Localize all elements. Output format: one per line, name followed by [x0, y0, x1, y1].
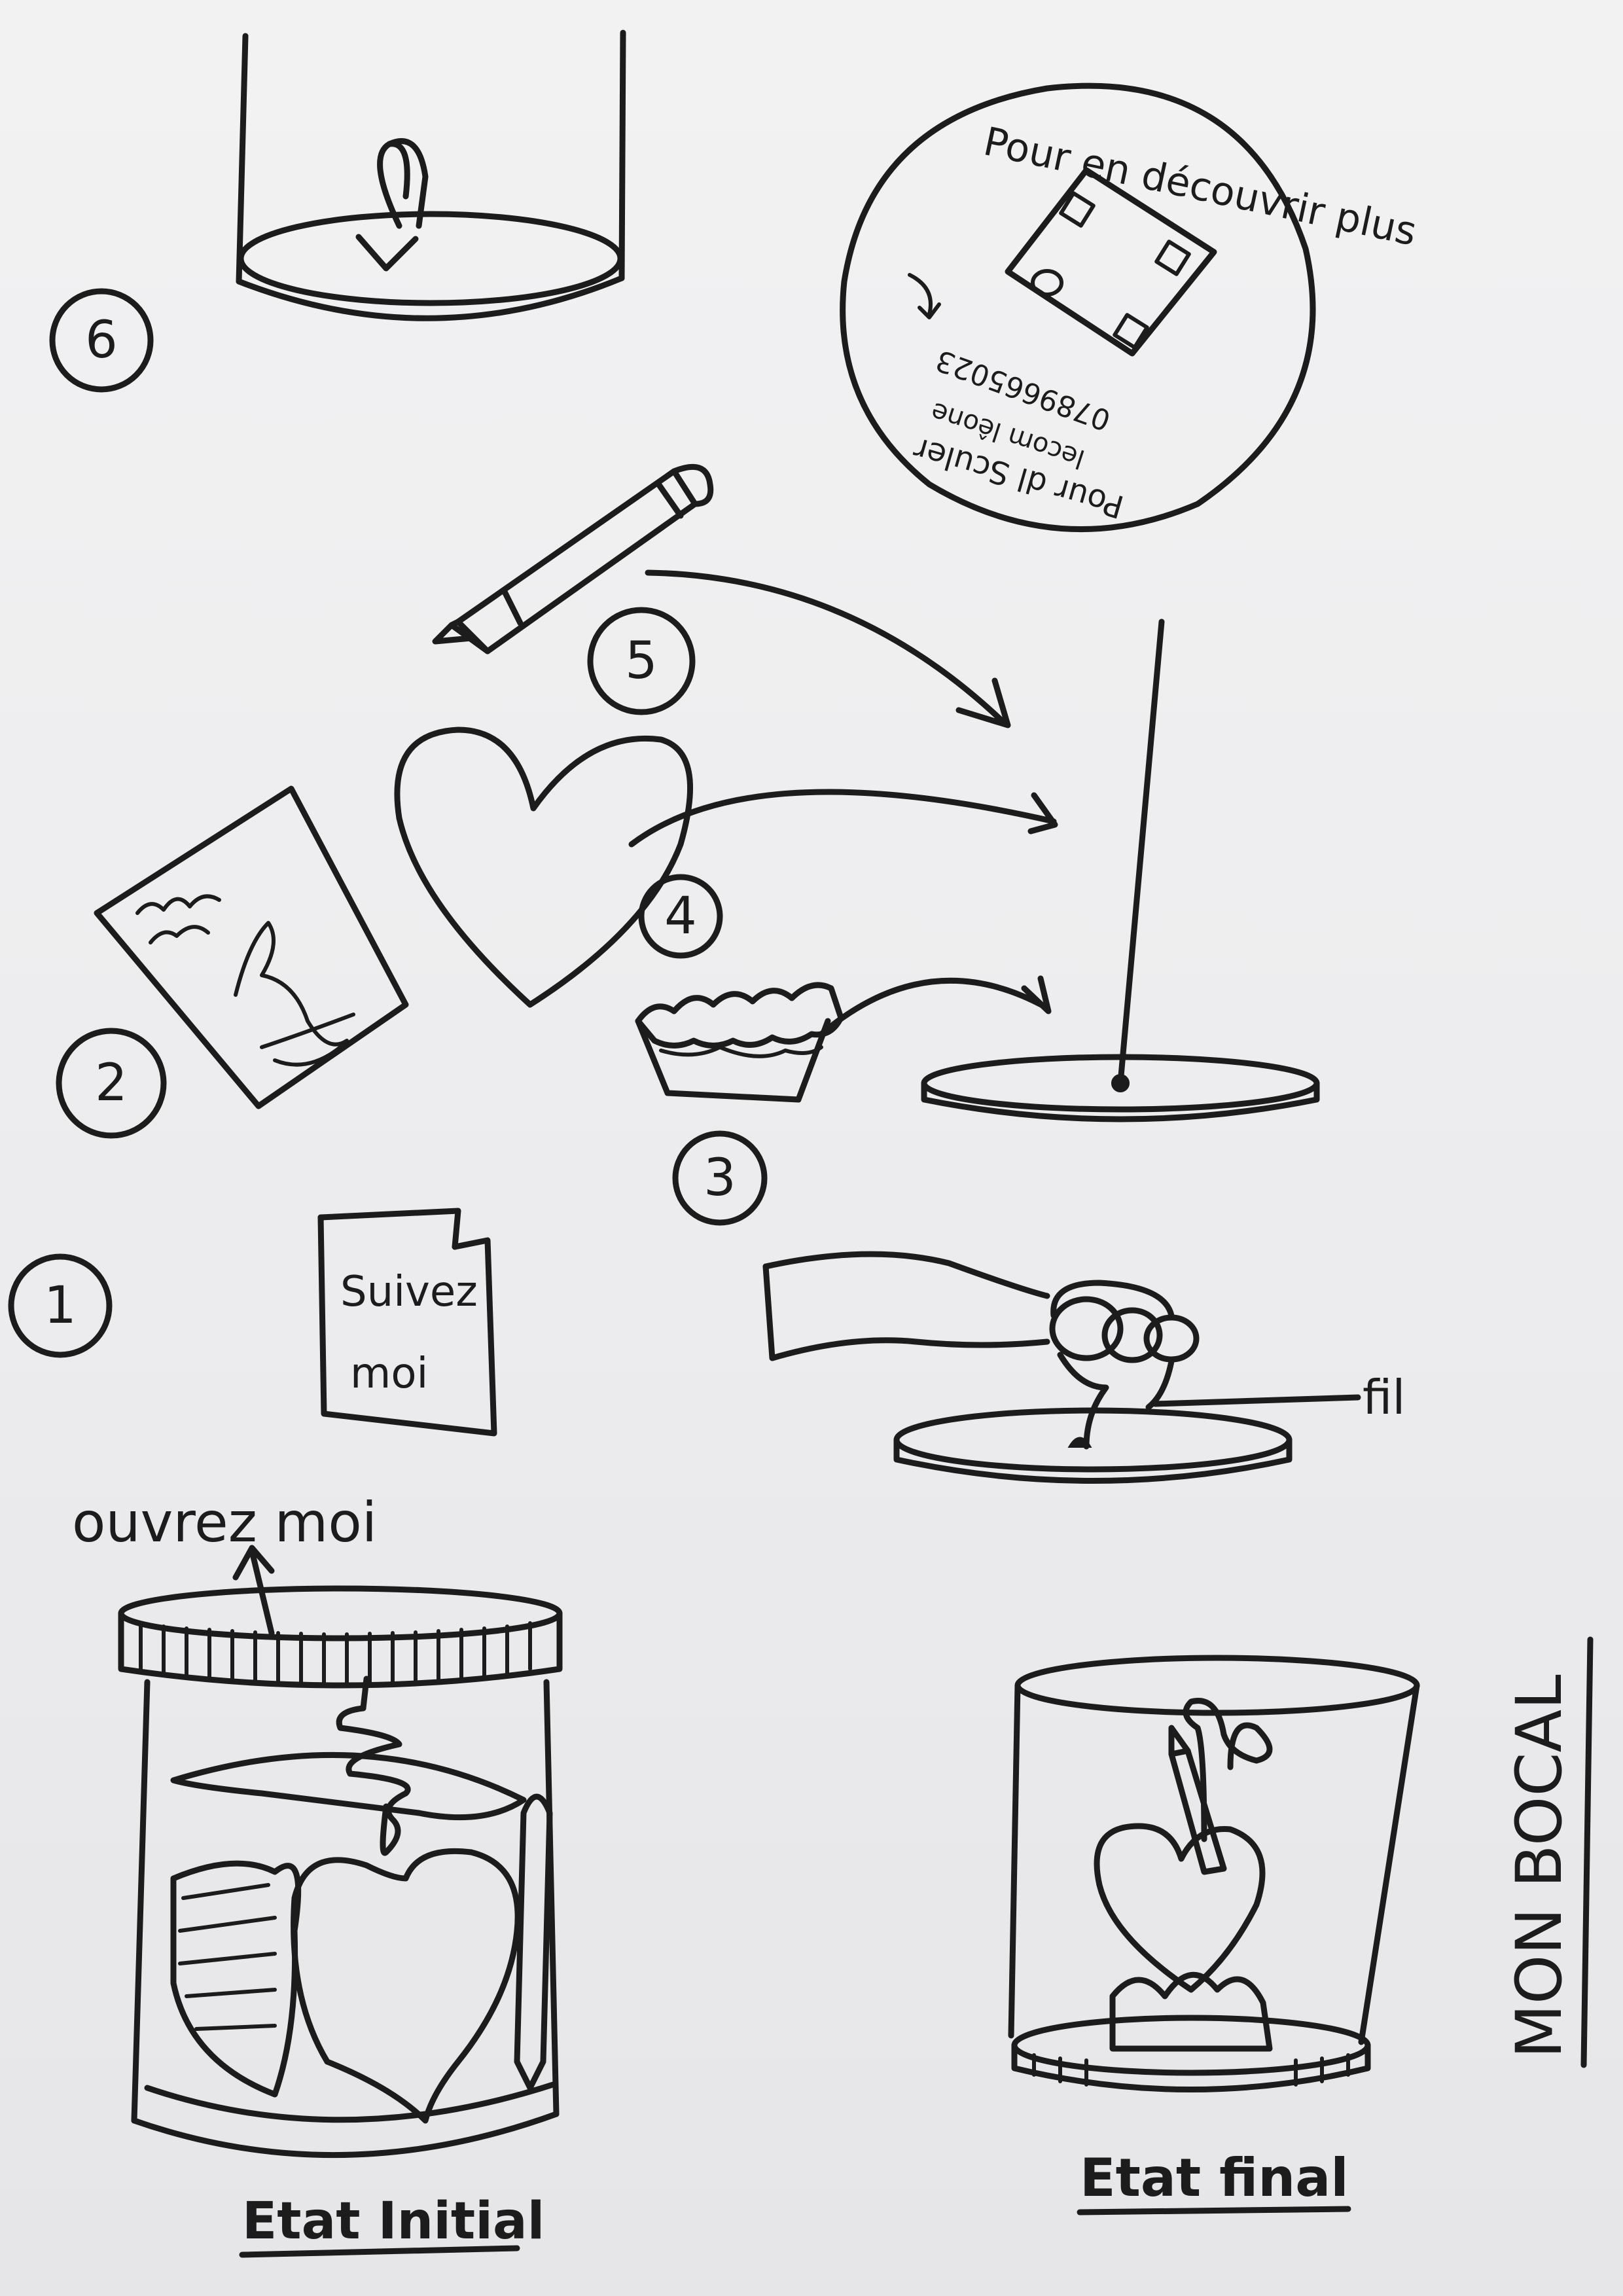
base-with-rod-drawing: [921, 619, 1320, 1122]
step3-arrow: [818, 977, 1050, 1037]
pencil-drawing: [432, 463, 714, 655]
step5-arrow-head: [955, 677, 1011, 728]
card-text-line1: Suivez: [340, 1268, 478, 1316]
step5-arrow: [645, 569, 1008, 726]
caption-final-underline: [1077, 2206, 1351, 2215]
caption-final: Etat final: [1080, 2147, 1349, 2208]
step5-number-circle: [587, 607, 696, 715]
lid-label-arrow-head: [232, 1545, 275, 1581]
step2-number-circle: [56, 1028, 167, 1139]
step3-number: 3: [704, 1149, 736, 1208]
title-underline: [1580, 1636, 1594, 2068]
spring-assembly-drawing: [762, 1251, 1361, 1484]
card-text-line2: moi: [350, 1350, 428, 1398]
step4-number: 4: [664, 887, 697, 946]
step2-number: 2: [95, 1054, 128, 1113]
step4-arrow-head: [1027, 792, 1058, 834]
caption-initial-underline: [239, 2245, 520, 2258]
step6-number-circle: [49, 288, 154, 393]
heart-drawing: [394, 726, 693, 1008]
step3-number-circle: [672, 1130, 768, 1226]
step1-number: 1: [44, 1276, 77, 1335]
thread-label: fil: [1363, 1370, 1405, 1425]
step6-jar-drawing: [236, 29, 626, 321]
step3-arrow-head: [1021, 975, 1052, 1014]
final-jar-drawing: [1008, 1655, 1420, 2092]
greeting-card-drawing: [317, 1208, 497, 1437]
photo-card-drawing: [94, 785, 409, 1109]
initial-jar-drawing: [118, 1585, 563, 2159]
step5-number: 5: [625, 632, 658, 691]
step6-number: 6: [85, 311, 118, 370]
step1-number-circle: [8, 1253, 113, 1358]
step4-number-circle: [638, 874, 723, 959]
caption-initial: Etat Initial: [242, 2192, 544, 2251]
liner-drawing: [635, 982, 844, 1103]
step4-arrow: [628, 789, 1057, 848]
lid-label: ouvrez moi: [72, 1490, 377, 1554]
info-disc-drawing: [840, 82, 1316, 532]
page-title: MON BOCAL: [1503, 1674, 1576, 2058]
disc-top-text: Pour en découvrir plus: [980, 118, 1421, 255]
